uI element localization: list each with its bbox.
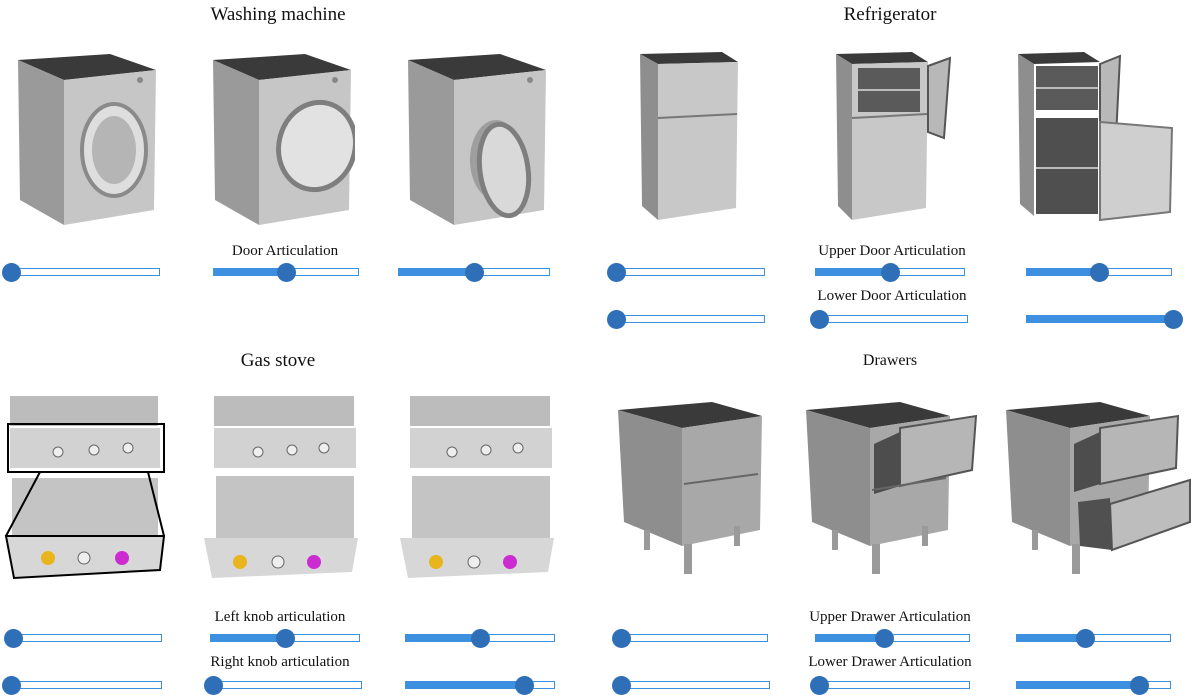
gas-stove-right-knob-render bbox=[400, 396, 554, 578]
refrigerator-closed-render bbox=[640, 52, 738, 220]
wm-door-slider-2[interactable] bbox=[213, 262, 359, 282]
slider-thumb[interactable] bbox=[514, 675, 534, 695]
stove-right-knob-slider-3[interactable] bbox=[405, 675, 555, 695]
drawers-closed-render bbox=[618, 402, 762, 574]
refrigerator-both-open-render bbox=[1018, 52, 1174, 222]
slider-thumb[interactable] bbox=[276, 262, 296, 282]
fridge-lower-slider-1[interactable] bbox=[606, 309, 765, 329]
slider-thumb[interactable] bbox=[611, 628, 631, 648]
fridge-upper-slider-1[interactable] bbox=[606, 262, 765, 282]
washing-machine-closed-render bbox=[18, 54, 156, 225]
slider-thumb[interactable] bbox=[611, 675, 631, 695]
fridge-upper-slider-2[interactable] bbox=[815, 262, 965, 282]
stove-right-knob-slider-2[interactable] bbox=[203, 675, 362, 695]
drawer-upper-slider-1[interactable] bbox=[611, 628, 768, 648]
fridge-lower-slider-2[interactable] bbox=[809, 309, 968, 329]
drawer-upper-slider-2[interactable] bbox=[815, 628, 970, 648]
gas-stove-closed-render bbox=[4, 396, 166, 580]
lower-drawer-articulation-label: Lower Drawer Articulation bbox=[808, 654, 972, 670]
slider-thumb[interactable] bbox=[1076, 628, 1096, 648]
stove-left-knob-slider-3[interactable] bbox=[405, 628, 555, 648]
drawers-both-open-render bbox=[1006, 402, 1191, 574]
fridge-upper-slider-3[interactable] bbox=[1026, 262, 1172, 282]
refrigerator-title: Refrigerator bbox=[843, 4, 937, 25]
drawers-upper-open-render bbox=[806, 402, 978, 574]
upper-drawer-articulation-label: Upper Drawer Articulation bbox=[809, 609, 971, 625]
door-articulation-label: Door Articulation bbox=[231, 243, 339, 259]
slider-thumb[interactable] bbox=[875, 628, 895, 648]
washing-machine-title: Washing machine bbox=[210, 4, 346, 25]
slider-thumb[interactable] bbox=[1129, 675, 1149, 695]
stove-left-knob-slider-1[interactable] bbox=[3, 628, 162, 648]
slider-thumb[interactable] bbox=[464, 262, 484, 282]
fridge-lower-slider-3[interactable] bbox=[1026, 309, 1183, 329]
slider-thumb[interactable] bbox=[275, 628, 295, 648]
left-knob-articulation-label: Left knob articulation bbox=[214, 609, 346, 625]
washing-machine-open-render bbox=[408, 54, 546, 225]
drawer-upper-slider-3[interactable] bbox=[1016, 628, 1171, 648]
drawer-lower-slider-1[interactable] bbox=[611, 675, 770, 695]
slider-thumb[interactable] bbox=[606, 262, 626, 282]
slider-thumb[interactable] bbox=[1089, 262, 1109, 282]
gas-stove-title: Gas stove bbox=[240, 350, 316, 371]
slider-thumb[interactable] bbox=[203, 675, 223, 695]
slider-thumb[interactable] bbox=[606, 309, 626, 329]
wm-door-slider-1[interactable] bbox=[1, 262, 160, 282]
right-knob-articulation-label: Right knob articulation bbox=[210, 654, 350, 670]
slider-thumb[interactable] bbox=[880, 262, 900, 282]
slider-thumb[interactable] bbox=[1, 675, 21, 695]
gas-stove-left-knob-render bbox=[204, 396, 358, 578]
slider-thumb[interactable] bbox=[809, 675, 829, 695]
drawers-title: Drawers bbox=[862, 352, 918, 369]
drawer-lower-slider-2[interactable] bbox=[809, 675, 970, 695]
slider-thumb[interactable] bbox=[1, 262, 21, 282]
wm-door-slider-3[interactable] bbox=[398, 262, 550, 282]
stove-right-knob-slider-1[interactable] bbox=[1, 675, 162, 695]
slider-thumb[interactable] bbox=[3, 628, 23, 648]
slider-thumb[interactable] bbox=[809, 309, 829, 329]
refrigerator-upper-open-render bbox=[836, 52, 952, 220]
lower-door-articulation-label: Lower Door Articulation bbox=[817, 288, 967, 304]
washing-machine-half-open-render bbox=[213, 54, 355, 225]
slider-thumb[interactable] bbox=[1163, 309, 1183, 329]
upper-door-articulation-label: Upper Door Articulation bbox=[818, 243, 966, 259]
stove-left-knob-slider-2[interactable] bbox=[210, 628, 360, 648]
slider-thumb[interactable] bbox=[470, 628, 490, 648]
drawer-lower-slider-3[interactable] bbox=[1016, 675, 1171, 695]
